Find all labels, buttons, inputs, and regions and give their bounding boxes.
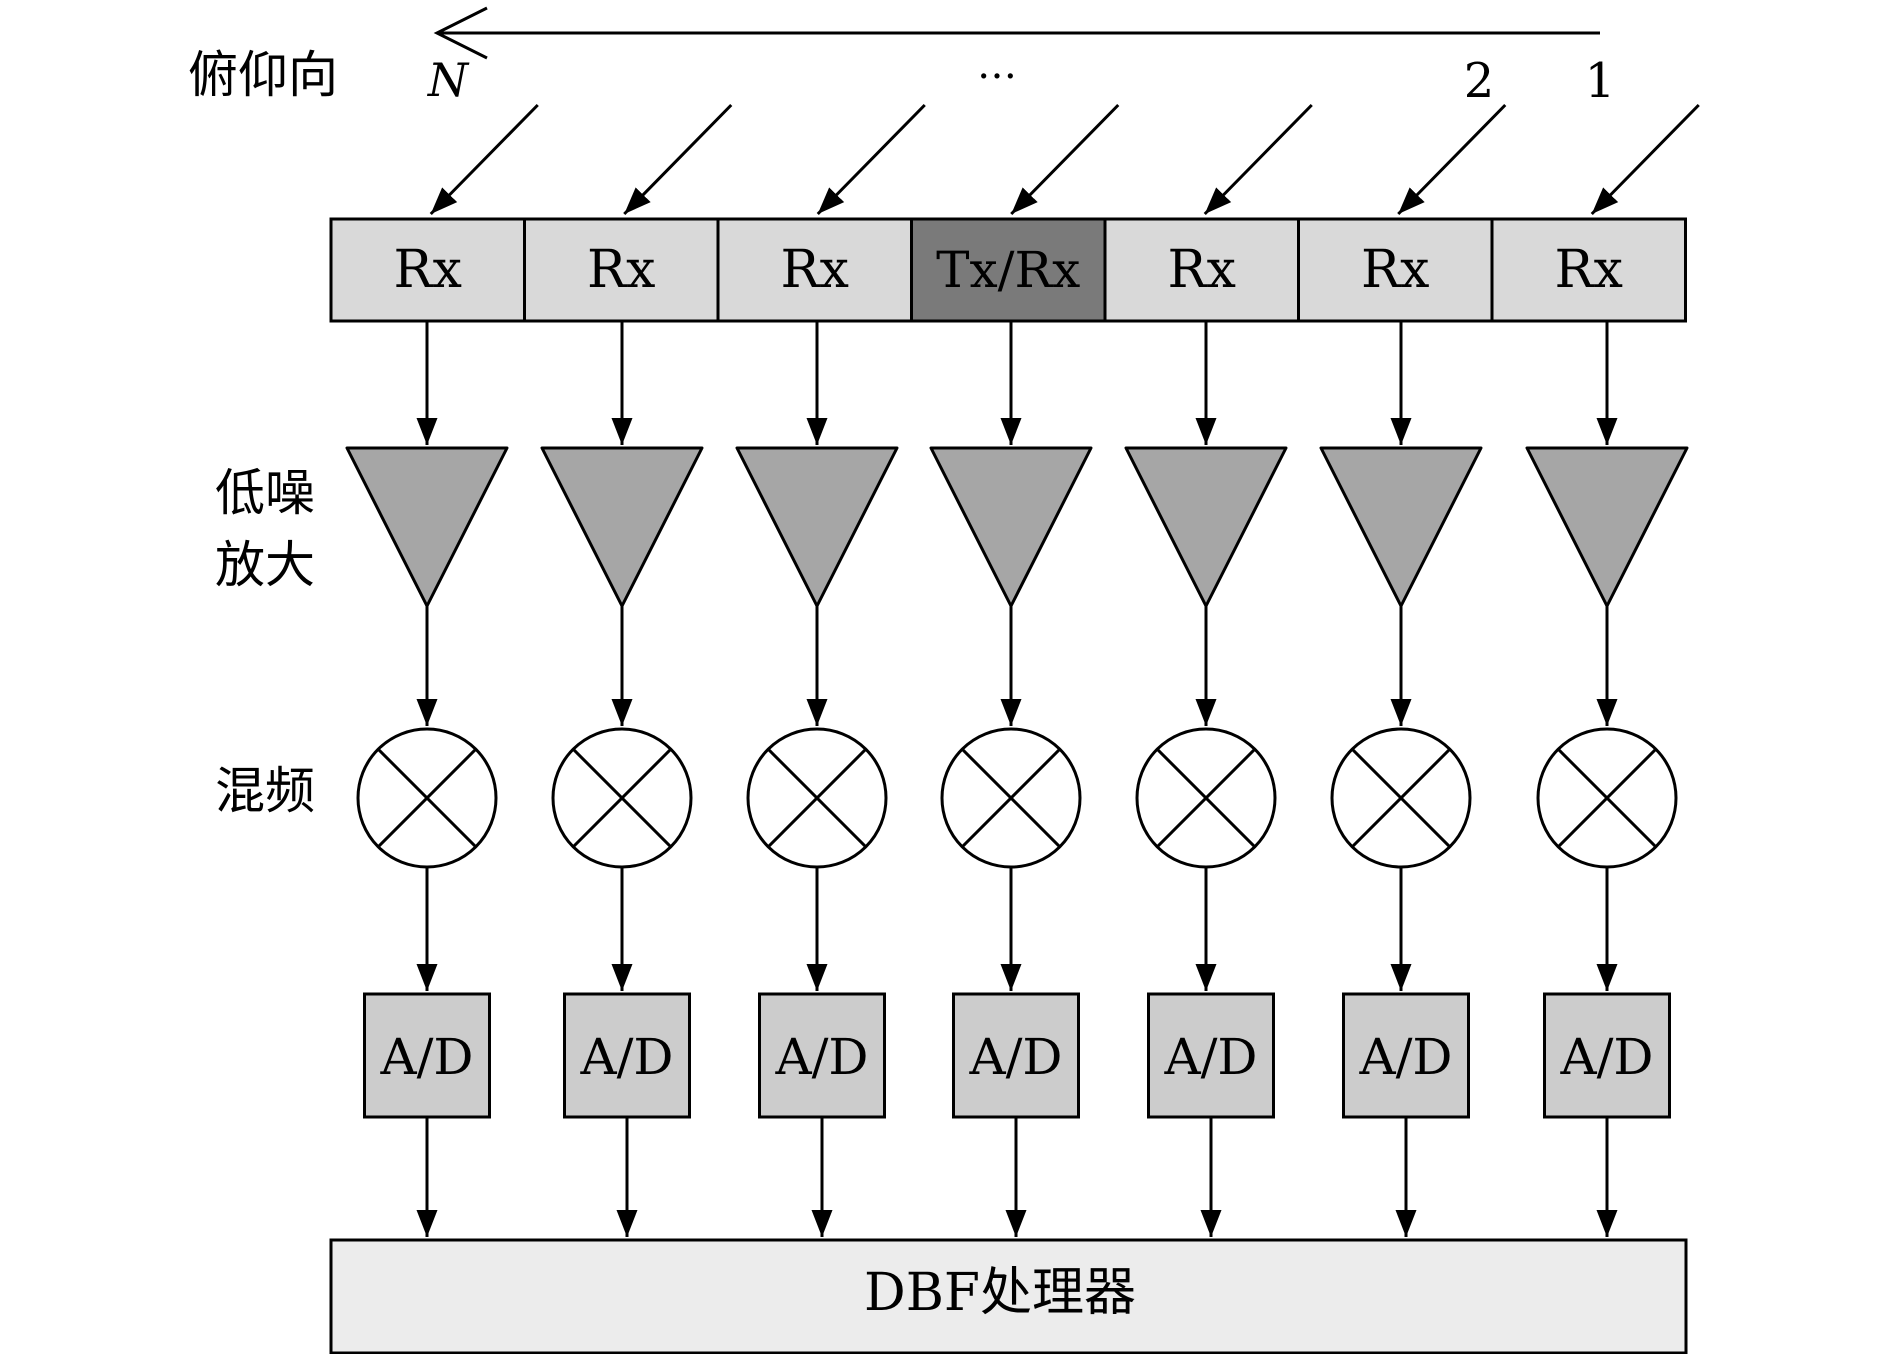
lna-amplifier-icon [345,446,509,608]
element-label: Rx [1168,240,1236,300]
incident-wave-arrow [429,103,539,216]
elevation-arrowhead-icon [433,6,488,60]
adc-converter-box [563,992,691,1119]
element-label: Rx [587,240,655,300]
element-index-1: 1 [1585,53,1616,109]
elevation-direction-label: 俯仰向 [188,46,338,104]
element-index-ellipsis: … [977,42,1017,88]
rx-element-box [1297,217,1494,323]
lna-amplifier-icon [1124,446,1288,608]
adc-converter-box [952,992,1080,1119]
adc-label: A/D [379,1028,473,1086]
mixer-icon [1135,727,1277,869]
adc-label: A/D [1358,1028,1452,1086]
element-label: Rx [781,240,849,300]
lna-amplifier-icon [735,446,899,608]
element-label: Tx/Rx [936,241,1080,299]
adc-converter-box [1147,992,1275,1119]
adc-label: A/D [968,1028,1062,1086]
incident-wave-arrow [1590,103,1700,216]
element-label: Rx [1361,240,1429,300]
adc-converter-box [1342,992,1470,1119]
mixer-icon [1330,727,1472,869]
lna-stage-label-line1: 低噪 [215,464,315,522]
lna-amplifier-icon [1319,446,1483,608]
rx-element-box [329,217,526,323]
mixer-icon [1536,727,1678,869]
element-label: Rx [394,240,462,300]
lna-stage-label-line2: 放大 [215,536,315,594]
mixer-icon [356,727,498,869]
adc-converter-box [1543,992,1671,1119]
element-index-n: N [427,53,470,107]
incident-wave-arrow [1397,103,1507,216]
incident-wave-arrow [623,103,733,216]
mixer-icon [746,727,888,869]
txrx-element-box [910,217,1107,323]
adc-converter-box [363,992,491,1119]
mixer-stage-label: 混频 [215,762,315,820]
dbf-processor-label: DBF处理器 [864,1263,1136,1323]
element-index-2: 2 [1464,53,1495,109]
incident-wave-arrow [816,103,926,216]
adc-converter-box [758,992,886,1119]
lna-amplifier-icon [540,446,704,608]
incident-wave-arrow [1010,103,1120,216]
mixer-icon [551,727,693,869]
lna-amplifier-icon [929,446,1093,608]
dbf-processor-box [329,1238,1688,1354]
element-label: Rx [1555,240,1623,300]
rx-element-box [1103,217,1300,323]
adc-label: A/D [1163,1028,1257,1086]
adc-label: A/D [1559,1028,1653,1086]
channel-chains: RxA/D RxA/D RxA/D Tx/RxA/D RxA/D RxA/D RxA/D [329,103,1700,1237]
adc-label: A/D [579,1028,673,1086]
adc-label: A/D [774,1028,868,1086]
lna-amplifier-icon [1525,446,1689,608]
incident-wave-arrow [1203,103,1313,216]
mixer-icon [940,727,1082,869]
rx-element-box [1490,217,1687,323]
